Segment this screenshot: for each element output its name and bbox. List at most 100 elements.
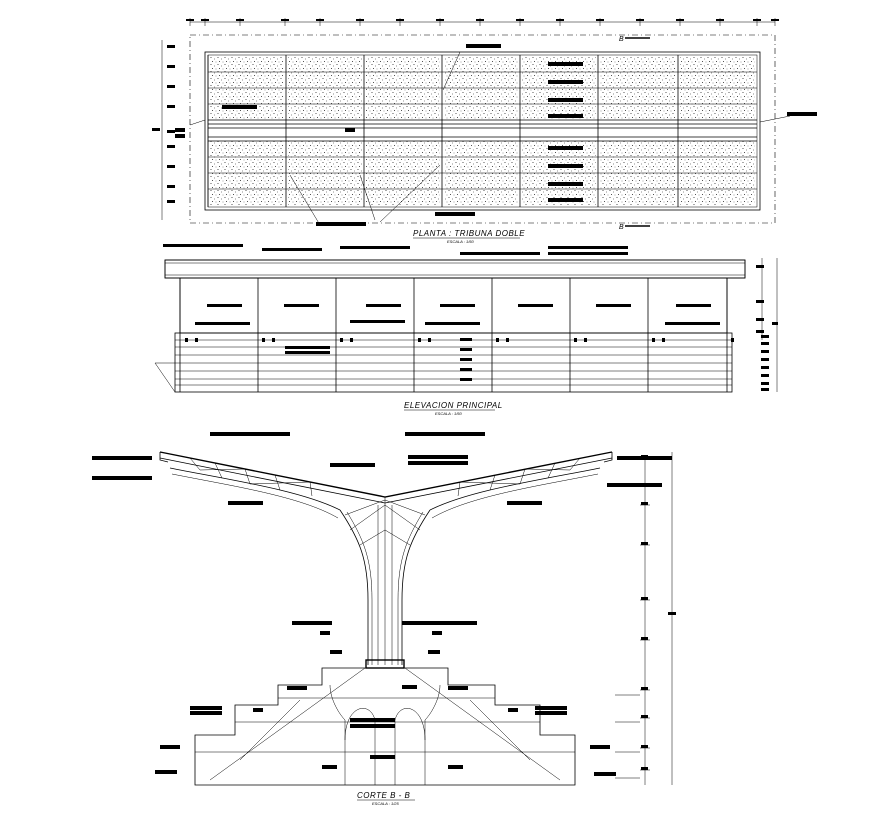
dim-value-block: [761, 388, 769, 391]
label-block: [207, 304, 242, 307]
label-block: [435, 212, 475, 216]
dim-value-block: [201, 19, 209, 21]
dim-value-block: [676, 19, 684, 21]
label-block: [508, 708, 518, 712]
label-block: [466, 44, 501, 48]
label-block: [408, 455, 468, 459]
dim-value-block: [236, 19, 244, 21]
elevation-scale: ESCALA : 1/50: [435, 411, 463, 416]
truss-member: [309, 481, 313, 497]
dim-value-block: [167, 145, 175, 148]
elevation-title: ELEVACION PRINCIPAL: [404, 401, 503, 410]
seat-marker: [662, 338, 665, 342]
label-block: [548, 114, 583, 118]
label-block: [253, 708, 263, 712]
label-block: [507, 501, 542, 505]
dim-value-block: [772, 322, 778, 325]
label-block: [448, 686, 468, 690]
dim-value-block: [596, 19, 604, 21]
elevation-label-blocks: [163, 244, 720, 381]
label-block: [402, 685, 417, 689]
seat-marker: [418, 338, 421, 342]
label-block: [548, 246, 628, 249]
seat-marker: [340, 338, 343, 342]
label-block: [590, 745, 610, 749]
label-block: [175, 128, 185, 132]
svg-text:B: B: [619, 36, 624, 43]
dim-value-block: [761, 350, 769, 353]
dim-value-block: [167, 185, 175, 188]
label-block: [366, 304, 401, 307]
label-block: [228, 501, 263, 505]
section-title: CORTE B - B: [357, 791, 411, 800]
label-block: [190, 711, 222, 715]
label-block: [617, 456, 672, 460]
svg-text:B: B: [619, 224, 624, 231]
plan-view-tribuna-doble: B B PLANTA : TRIBUNA DOBLE ESCALA : 1/50: [152, 18, 817, 244]
label-block: [322, 765, 337, 769]
dim-value-block: [436, 19, 444, 21]
label-block: [160, 745, 180, 749]
plan-top-dimension-ticks: [186, 18, 779, 26]
label-block: [460, 338, 472, 341]
dim-value-block: [167, 165, 175, 168]
dim-value-block: [761, 358, 769, 361]
label-block: [285, 351, 330, 354]
truss-member: [489, 474, 496, 491]
ground-leader: [154, 362, 176, 393]
dim-value-block: [641, 502, 648, 505]
plan-scale: ESCALA : 1/50: [447, 239, 475, 244]
label-block: [548, 62, 583, 66]
elevation-principal-view: ELEVACION PRINCIPAL ESCALA : 1/50: [154, 244, 778, 416]
label-block: [460, 358, 472, 361]
seat-marker: [574, 338, 577, 342]
label-block: [195, 322, 250, 325]
label-block: [594, 772, 616, 776]
dim-value-block: [641, 597, 648, 600]
label-block: [405, 432, 485, 436]
seat-marker: [262, 338, 265, 342]
truss-member: [524, 468, 571, 471]
elevation-stands-body: [154, 277, 734, 393]
label-block: [408, 461, 468, 465]
label-block: [518, 304, 553, 307]
seat-marker: [584, 338, 587, 342]
dim-value-block: [641, 687, 648, 690]
seat-marker: [652, 338, 655, 342]
plan-roof-panels: [207, 55, 755, 207]
dim-value-block: [636, 19, 644, 21]
dim-value-block: [753, 19, 761, 21]
dim-value-block: [641, 637, 648, 640]
truss-member: [519, 468, 526, 485]
label-block: [432, 631, 442, 635]
dim-value-block: [668, 612, 676, 615]
seat-marker: [506, 338, 509, 342]
dim-value-block: [476, 19, 484, 21]
label-block: [163, 244, 243, 247]
dim-value-block: [761, 382, 769, 385]
label-block: [448, 765, 463, 769]
dim-value-block: [516, 19, 524, 21]
label-block: [316, 222, 366, 226]
truss-member: [459, 481, 521, 485]
label-block: [548, 164, 583, 168]
dim-value-block: [716, 19, 724, 21]
label-block: [345, 128, 355, 132]
label-block: [284, 304, 319, 307]
dim-value-block: [167, 130, 175, 133]
label-block: [535, 706, 567, 710]
label-block: [460, 368, 472, 371]
label-block: [676, 304, 711, 307]
label-block: [460, 252, 540, 255]
dim-value-block: [167, 65, 175, 68]
label-block: [190, 706, 222, 710]
plan-left-dimension-marks: [152, 45, 175, 203]
label-block: [175, 134, 185, 138]
label-block: [285, 346, 330, 349]
label-block: [548, 80, 583, 84]
label-block: [548, 198, 583, 202]
seat-marker: [195, 338, 198, 342]
seat-marker: [496, 338, 499, 342]
dim-value-block: [771, 19, 779, 21]
